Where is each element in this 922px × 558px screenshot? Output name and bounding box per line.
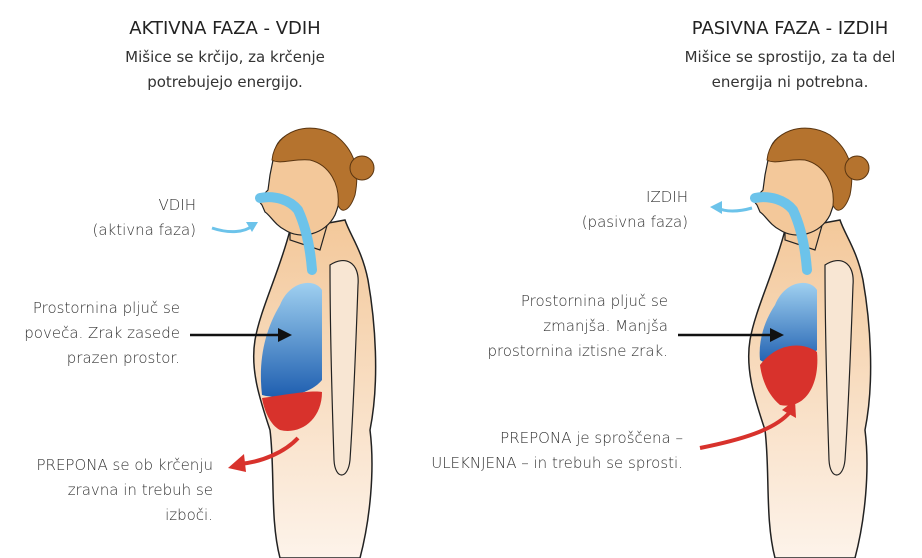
text-line: PREPONA je sproščena – [500,429,683,447]
text-line: zravna in trebuh se [67,481,213,499]
text-line: ULEKNJENA – in trebuh se sprosti. [431,454,683,472]
lungs-reduced-text: Prostornina pljuč se zmanjša. Manjša pro… [487,289,668,364]
text-line: Prostornina pljuč se [520,292,668,310]
passive-phase-title: PASIVNA FAZA - IZDIH [691,18,889,39]
diaphragm-arrow-right-icon [699,400,796,450]
active-phase-subtitle: Mišice se krčijo, za krčenje potrebujejo… [100,45,350,95]
subtitle-line: Mišice se krčijo, za krčenje [125,48,325,66]
active-phase-title: AKTIVNA FAZA - VDIH [129,18,321,39]
text-line: zmanjša. Manjša [543,317,668,335]
inhale-arrow-icon [211,222,258,234]
lungs-arrow-right-icon [678,328,784,342]
active-phase-figure [254,128,376,558]
diaphragm-flat [262,391,322,431]
exhale-arrow-icon [710,201,753,214]
label-line: IZDIH [646,188,688,206]
text-line: PREPONA se ob krčenju [36,456,213,474]
text-line: izboči. [165,506,213,524]
diaphragm-contract-text: PREPONA se ob krčenju zravna in trebuh s… [36,453,213,528]
passive-phase-figure [749,128,871,558]
lungs-expanded-text: Prostornina pljuč se poveča. Zrak zasede… [24,296,180,371]
text-line: Prostornina pljuč se [32,299,180,317]
subtitle-line: Mišice se sprostijo, za ta del [684,48,896,66]
passive-phase-subtitle: Mišice se sprostijo, za ta del energija … [665,45,915,95]
subtitle-line: potrebujejo energijo. [147,73,303,91]
subtitle-line: energija ni potrebna. [711,73,869,91]
text-line: prostornina iztisne zrak. [487,342,668,360]
exhale-label: IZDIH (pasivna faza) [582,185,688,235]
label-line: VDIH [158,196,196,214]
lungs-reduced [759,282,817,366]
lungs-arrow-left-icon [190,328,292,342]
inhale-label: VDIH (aktivna faza) [92,193,196,243]
text-line: poveča. Zrak zasede [24,324,180,342]
label-line: (aktivna faza) [92,221,196,239]
label-line: (pasivna faza) [581,213,688,231]
diaphragm-relax-text: PREPONA je sproščena – ULEKNJENA – in tr… [431,426,683,476]
diaphragm-domed [760,345,818,406]
diaphragm-arrow-left-icon [228,436,300,472]
text-line: prazen prostor. [66,349,180,367]
lungs-expanded [260,282,322,397]
